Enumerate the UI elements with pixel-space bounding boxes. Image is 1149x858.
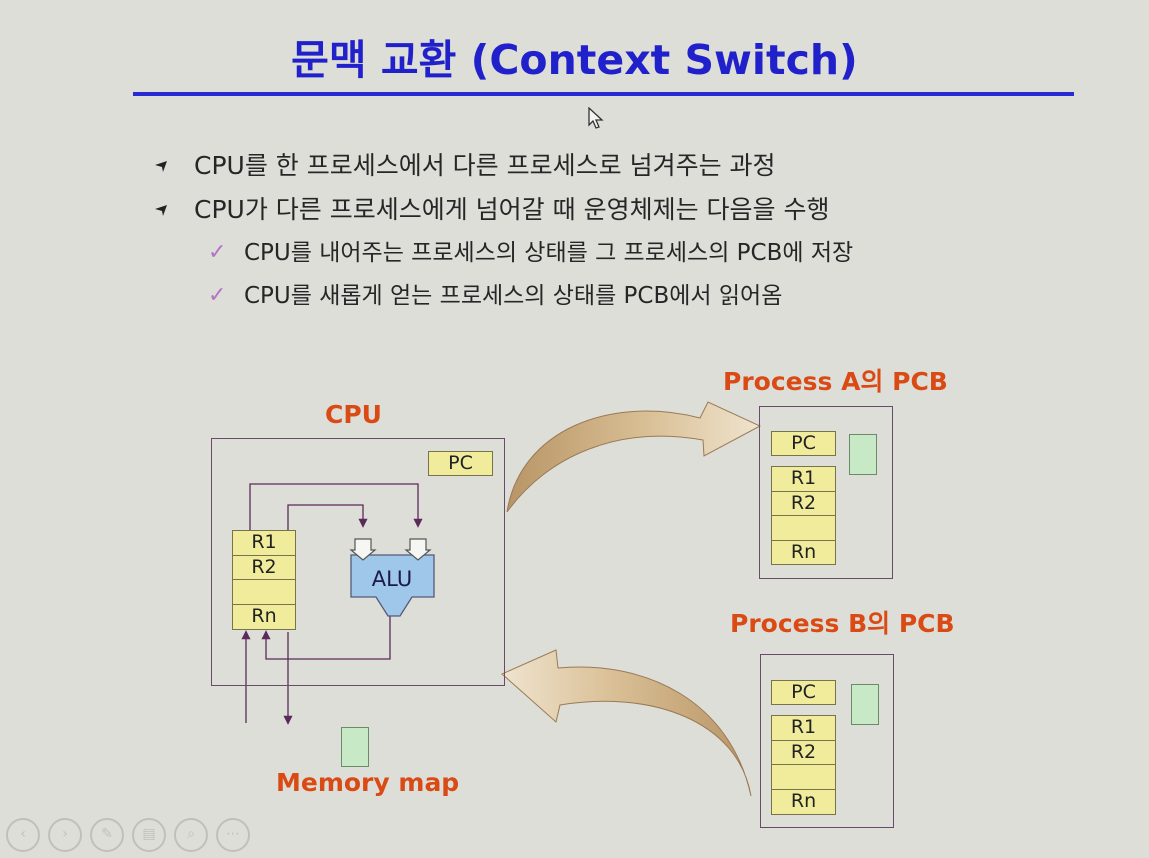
cpu-register-stack: R1 R2 Rn: [232, 530, 296, 630]
sub-bullet-text: CPU를 내어주는 프로세스의 상태를 그 프로세스의 PCB에 저장: [244, 240, 854, 266]
memory-block: [341, 727, 369, 767]
next-icon[interactable]: ›: [48, 818, 82, 852]
pcb-a-pc: PC: [771, 431, 836, 456]
pcb-a-register-rn: Rn: [790, 541, 817, 563]
pcb-b-register-r2: R2: [772, 741, 835, 765]
alu-input-port-right: [404, 538, 432, 561]
alu-label: ALU: [371, 567, 413, 591]
cpu-pc-register: PC: [428, 451, 493, 476]
register-rn: Rn: [251, 605, 277, 627]
title-underline: [133, 92, 1074, 96]
bullet-text: CPU가 다른 프로세스에게 넘어갈 때 운영체제는 다음을 수행: [194, 195, 830, 224]
pcb-a-memory-block: [849, 434, 877, 475]
data-path-r1-to-alu-right: [249, 483, 423, 530]
checkmark-icon: ✓: [208, 240, 227, 265]
bullet-item: CPU를 한 프로세스에서 다른 프로세스로 넘겨주는 과정: [152, 146, 853, 190]
alu-unit: [350, 554, 435, 617]
pcb-a-box: [759, 406, 893, 579]
slideshow-nav: ‹ › ✎ ▤ ⌕ ⋯: [6, 818, 250, 852]
sub-bullet-item: ✓ CPU를 새롭게 얻는 프로세스의 상태를 PCB에서 읽어옴: [152, 277, 853, 320]
pcb-a-register-r2: R2: [772, 492, 835, 516]
bullet-text: CPU를 한 프로세스에서 다른 프로세스로 넘겨주는 과정: [194, 151, 776, 180]
register-empty: [233, 580, 295, 605]
arrow-bullet-icon: [155, 205, 167, 216]
alu-input-port-left: [349, 538, 377, 561]
data-path-r2-to-alu-left: [287, 504, 368, 530]
arrow-bullet-icon: [155, 161, 167, 172]
slide-title: 문맥 교환 (Context Switch): [291, 36, 858, 84]
sub-bullet-text: CPU를 새롭게 얻는 프로세스의 상태를 PCB에서 읽어옴: [244, 283, 783, 309]
data-path-alu-to-rn: [261, 616, 391, 660]
pcb-b-pc: PC: [771, 680, 836, 705]
bullet-item: CPU가 다른 프로세스에게 넘어갈 때 운영체제는 다음을 수행: [152, 190, 853, 234]
pcb-b-memory-block: [851, 684, 879, 725]
pcb-a-register-r1: R1: [772, 467, 835, 492]
bullet-list: CPU를 한 프로세스에서 다른 프로세스로 넘겨주는 과정 CPU가 다른 프…: [152, 146, 853, 320]
register-r1: R1: [233, 531, 295, 556]
pcb-a-label: Process A의 PCB: [723, 367, 948, 396]
slides-icon[interactable]: ▤: [132, 818, 166, 852]
more-icon[interactable]: ⋯: [216, 818, 250, 852]
zoom-icon[interactable]: ⌕: [174, 818, 208, 852]
cpu-box: [211, 438, 505, 686]
mouse-cursor-icon: [588, 107, 604, 129]
pcb-a-register-empty: [772, 516, 835, 541]
pen-icon[interactable]: ✎: [90, 818, 124, 852]
pcb-b-register-rn: Rn: [790, 790, 817, 812]
cpu-label: CPU: [325, 400, 382, 429]
memory-map-label: Memory map: [276, 768, 460, 797]
register-r2: R2: [233, 556, 295, 580]
pcb-a-register-stack: R1 R2 Rn: [771, 466, 836, 565]
checkmark-icon: ✓: [208, 283, 227, 308]
sub-bullet-item: ✓ CPU를 내어주는 프로세스의 상태를 그 프로세스의 PCB에 저장: [152, 234, 853, 277]
restore-state-arrow: [501, 649, 752, 797]
pcb-b-register-r1: R1: [772, 716, 835, 741]
pcb-b-register-stack: R1 R2 Rn: [771, 715, 836, 815]
pcb-b-register-empty: [772, 765, 835, 790]
save-state-arrow: [506, 401, 762, 513]
pcb-b-box: [760, 654, 894, 828]
pcb-b-label: Process B의 PCB: [730, 609, 955, 638]
prev-icon[interactable]: ‹: [6, 818, 40, 852]
